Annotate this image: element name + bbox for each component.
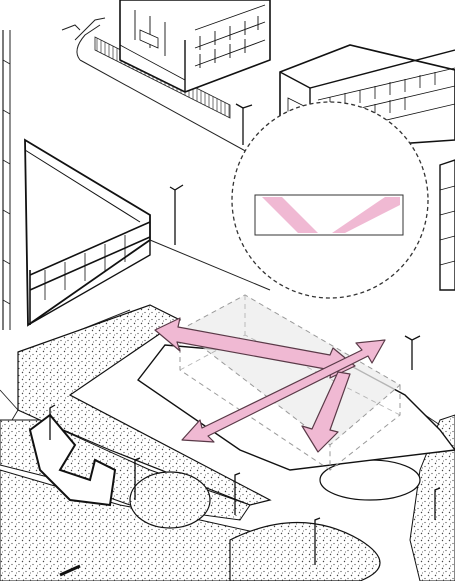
- apartment-block-top: [120, 0, 270, 92]
- low-building-left: [25, 140, 150, 325]
